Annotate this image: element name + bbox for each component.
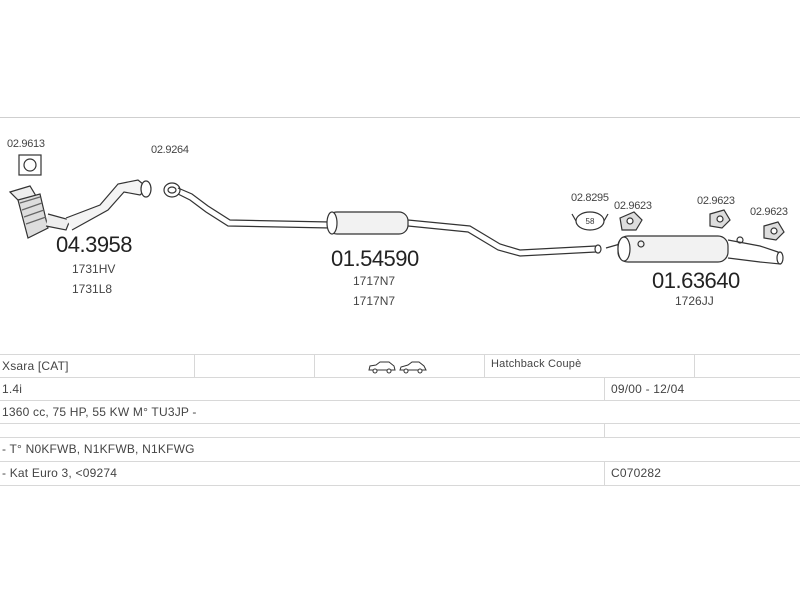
years-cell: 09/00 - 12/04 <box>611 382 685 396</box>
part-code-02-9613: 02.9613 <box>7 138 45 150</box>
type-codes-cell: - T° N0KFWB, N1KFWB, N1KFWG <box>2 442 195 456</box>
rubber-mount-3-icon <box>763 221 785 241</box>
table-row-engine: 1.4i 09/00 - 12/04 <box>0 377 800 401</box>
rear-silencer-icon <box>605 235 784 265</box>
oem-ref-1731HV: 1731HV <box>72 262 116 276</box>
table-row-blank <box>0 423 800 437</box>
middle-silencer-icon <box>177 187 602 257</box>
engine-cell: 1.4i <box>2 382 23 396</box>
car-hatchback-icon <box>368 361 396 374</box>
model-cell: Xsara [CAT] <box>2 359 69 373</box>
catalog-code-cell: C070282 <box>611 466 662 480</box>
rubber-mount-2-icon <box>709 209 731 229</box>
clamp-size-label: 58 <box>586 217 595 226</box>
table-row-emission: - Kat Euro 3, <09274 C070282 <box>0 461 800 485</box>
part-code-01-63640: 01.63640 <box>652 268 740 293</box>
part-code-02-9264: 02.9264 <box>151 144 189 156</box>
table-bottom-divider <box>0 485 800 486</box>
specs-cell: 1360 cc, 75 HP, 55 KW M° TU3JP - <box>2 405 197 419</box>
table-row-specs: 1360 cc, 75 HP, 55 KW M° TU3JP - <box>0 400 800 424</box>
rubber-mount-1-icon <box>619 211 643 231</box>
gasket-02-9264-icon <box>163 182 181 198</box>
table-row-model: Xsara [CAT] Hatchback Coupè <box>0 354 800 378</box>
car-coupe-icon <box>399 361 427 374</box>
part-code-02-9623-b: 02.9623 <box>697 195 735 207</box>
part-code-01-54590: 01.54590 <box>331 246 419 271</box>
part-code-02-8295: 02.8295 <box>571 192 609 204</box>
oem-ref-1726JJ: 1726JJ <box>675 294 714 308</box>
oem-ref-1731L8: 1731L8 <box>72 282 113 296</box>
gasket-02-9613-icon <box>18 154 42 176</box>
top-divider <box>0 117 800 118</box>
part-code-02-9623-c: 02.9623 <box>750 206 788 218</box>
catalytic-converter-icon <box>8 179 152 239</box>
emission-cell: - Kat Euro 3, <09274 <box>2 466 118 480</box>
body-type-cell: Hatchback Coupè <box>491 358 582 370</box>
oem-ref-1717N7-a: 1717N7 <box>353 274 396 288</box>
exhaust-diagram: 58 <box>8 154 785 265</box>
table-row-type-codes: - T° N0KFWB, N1KFWB, N1KFWG <box>0 437 800 461</box>
part-code-02-9623-a: 02.9623 <box>614 200 652 212</box>
part-code-04-3958: 04.3958 <box>56 232 133 257</box>
oem-ref-1717N7-b: 1717N7 <box>353 294 396 308</box>
clamp-02-8295-icon <box>571 211 609 231</box>
